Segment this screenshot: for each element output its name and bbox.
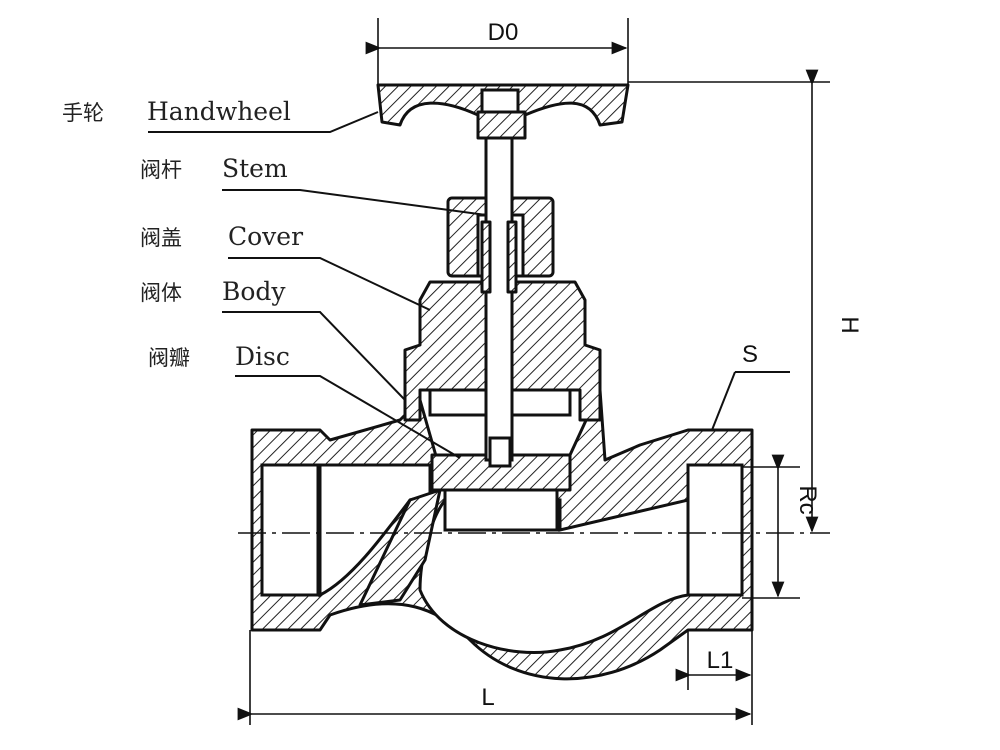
- dimension-rc: Rc: [742, 454, 821, 599]
- svg-text:Disc: Disc: [235, 342, 290, 371]
- label-handwheel: 手轮 Handwheel: [62, 97, 379, 133]
- label-body: 阀体 Body: [140, 277, 406, 401]
- dimension-d0: D0: [365, 18, 629, 85]
- dimension-h: H: [628, 69, 863, 533]
- handwheel: [376, 83, 630, 140]
- svg-text:阀杆: 阀杆: [140, 158, 182, 182]
- svg-text:阀瓣: 阀瓣: [148, 346, 190, 370]
- label-cover: 阀盖 Cover: [140, 222, 431, 311]
- svg-text:Body: Body: [222, 277, 286, 306]
- dimension-label-h: H: [836, 316, 863, 333]
- packing-left: [480, 220, 492, 294]
- label-stem: 阀杆 Stem: [140, 154, 487, 216]
- dimension-l1: L1: [675, 630, 752, 690]
- svg-text:手轮: 手轮: [62, 101, 104, 125]
- svg-text:Cover: Cover: [228, 222, 303, 251]
- dimension-label-d0: D0: [488, 19, 519, 46]
- dimension-label-l1: L1: [707, 647, 734, 674]
- packing-right: [506, 220, 518, 294]
- svg-text:阀盖: 阀盖: [140, 226, 182, 250]
- svg-text:Stem: Stem: [222, 154, 288, 183]
- dimension-label-s: S: [742, 341, 758, 368]
- stem-nut: [488, 436, 512, 468]
- dimension-label-l: L: [481, 684, 494, 711]
- dimension-l: L: [237, 630, 753, 725]
- label-disc: 阀瓣 Disc: [148, 342, 461, 459]
- svg-text:Handwheel: Handwheel: [147, 97, 291, 126]
- dimension-label-rc: Rc: [794, 485, 821, 514]
- svg-text:阀体: 阀体: [140, 281, 182, 305]
- valve-body: [250, 388, 754, 681]
- dimension-s: S: [711, 341, 790, 431]
